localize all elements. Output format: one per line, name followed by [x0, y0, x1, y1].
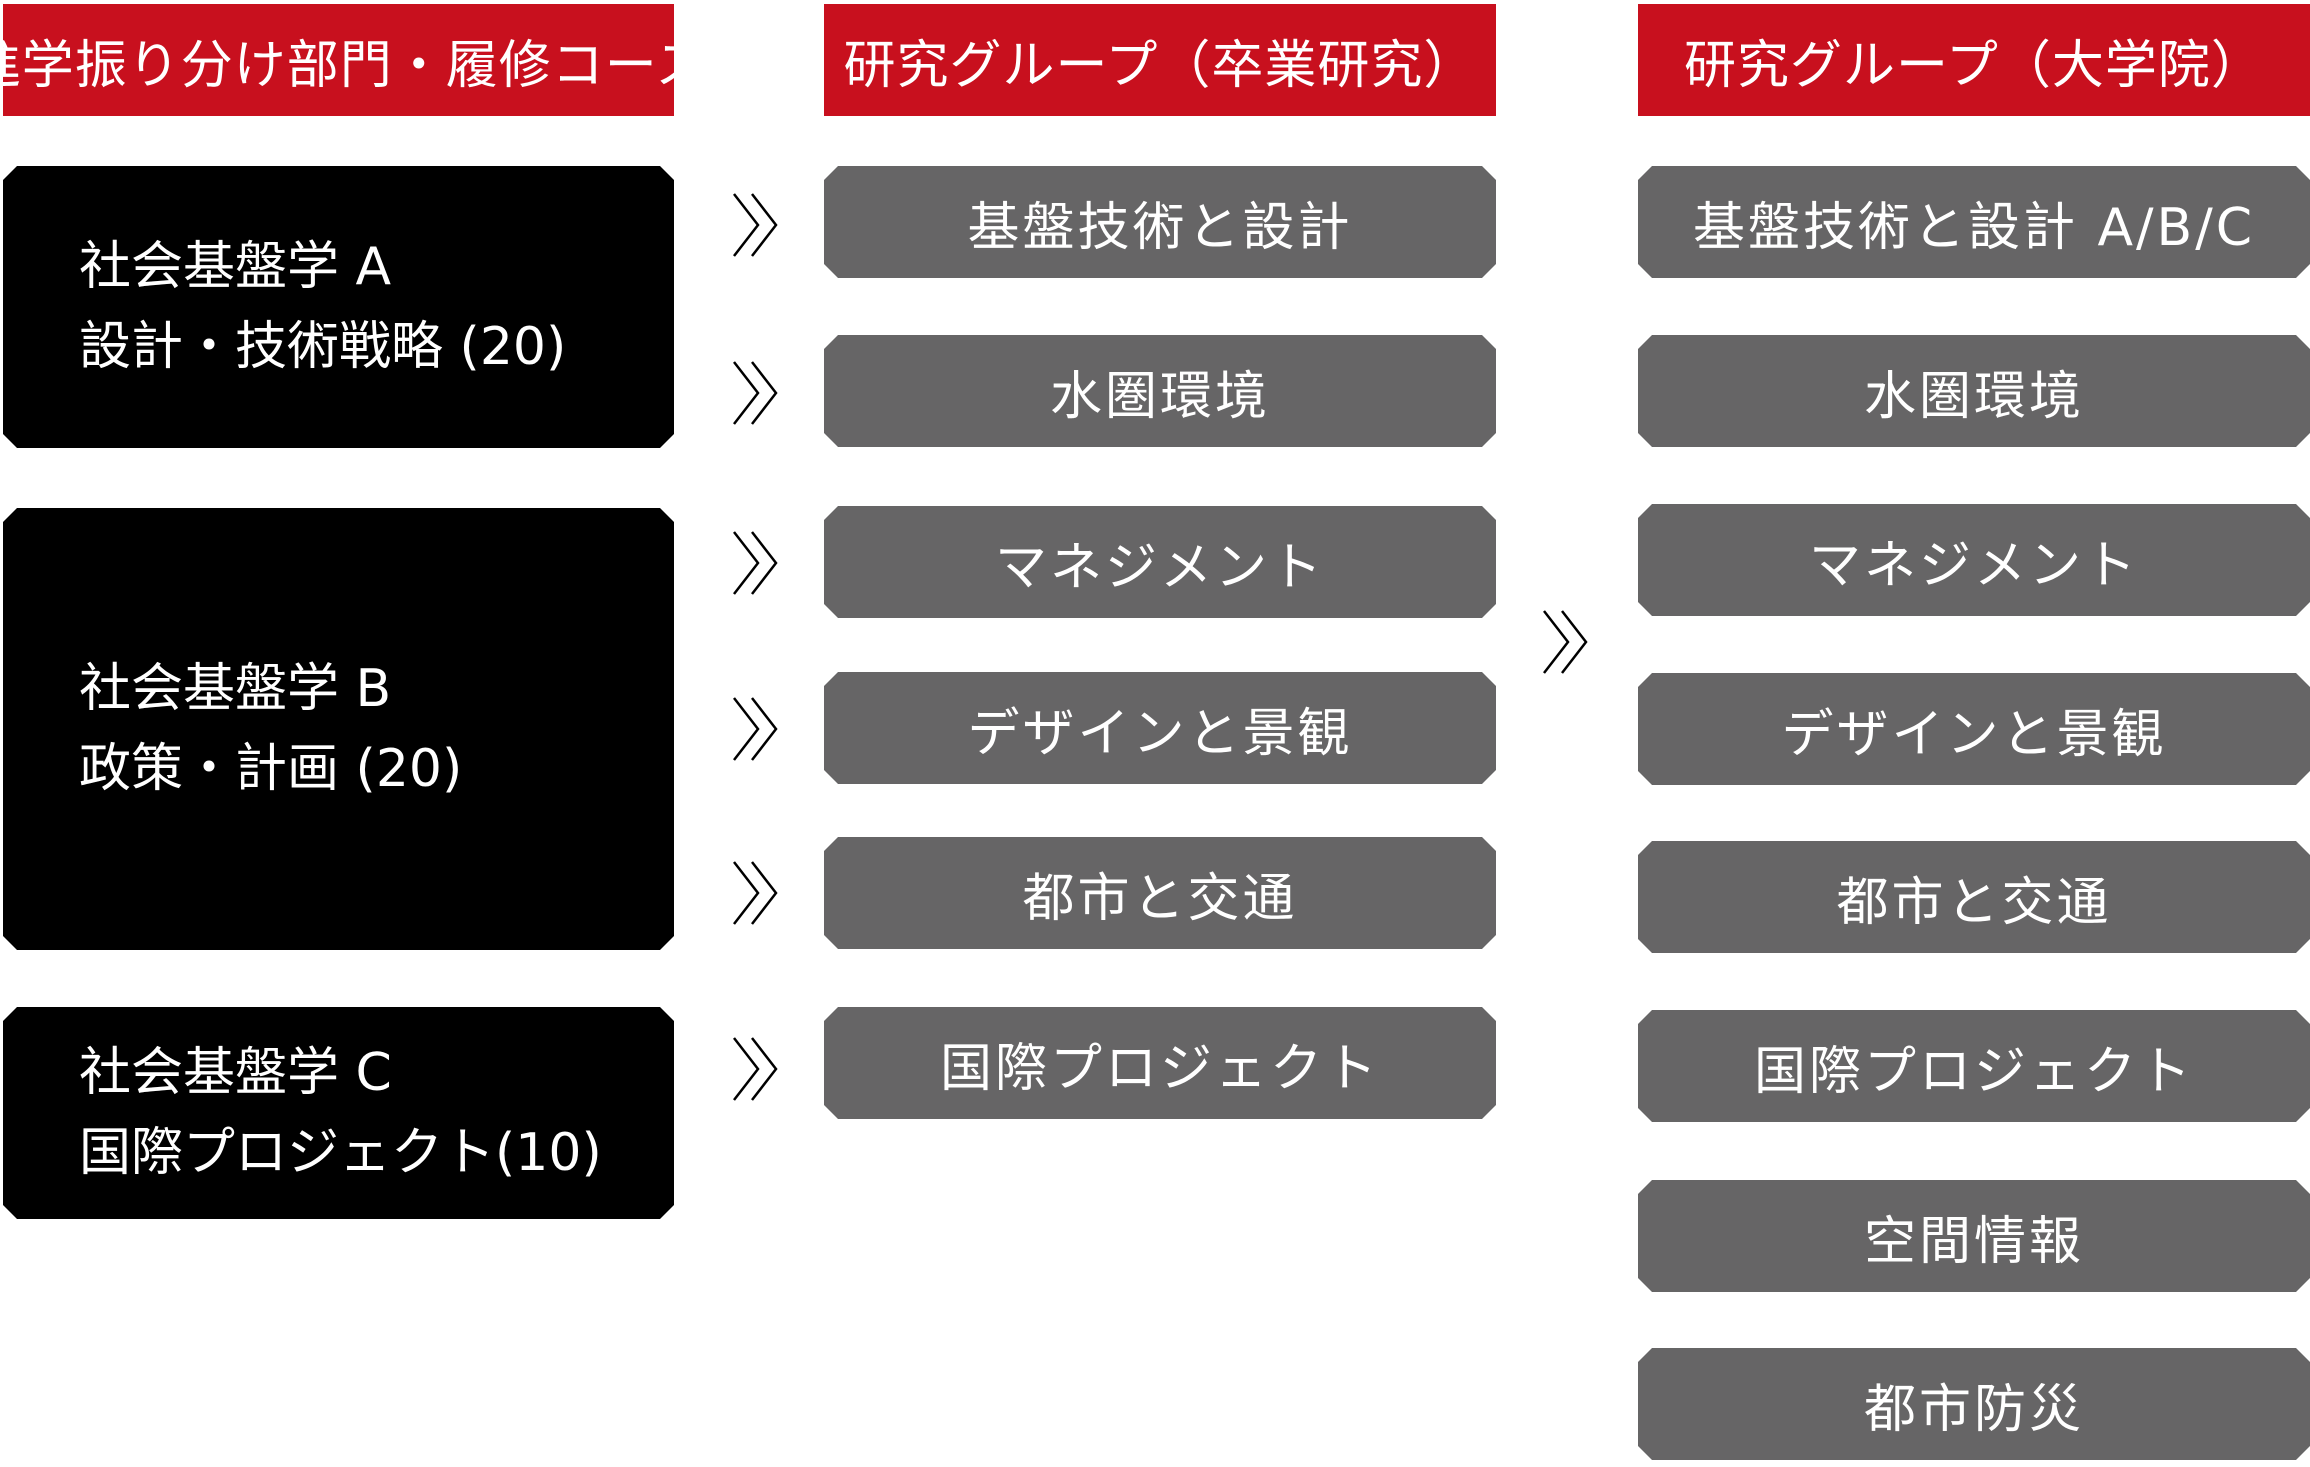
- undergrad-group-foundation-design: 基盤技術と設計: [824, 166, 1496, 278]
- double-chevron-right-icon: [730, 190, 786, 260]
- graduate-group-urban-disaster-prevention: 都市防災: [1638, 1348, 2310, 1460]
- graduate-group-international-project: 国際プロジェクト: [1638, 1010, 2310, 1122]
- header-undergrad-groups: 研究グループ（卒業研究）: [824, 4, 1496, 116]
- course-box-c: 社会基盤学 C 国際プロジェクト(10): [3, 1007, 674, 1219]
- undergrad-group-design-landscape: デザインと景観: [824, 672, 1496, 784]
- course-a-title: 社会基盤学 A: [79, 237, 392, 297]
- undergrad-group-international-project: 国際プロジェクト: [824, 1007, 1496, 1119]
- course-b-title: 社会基盤学 B: [79, 659, 392, 719]
- graduate-group-hydrosphere: 水圏環境: [1638, 335, 2310, 447]
- course-box-a: 社会基盤学 A 設計・技術戦略 (20): [3, 166, 674, 448]
- header-graduate-groups: 研究グループ（大学院）: [1638, 4, 2310, 116]
- double-chevron-right-icon: [730, 358, 786, 428]
- undergrad-group-urban-transport: 都市と交通: [824, 837, 1496, 949]
- undergrad-group-management: マネジメント: [824, 506, 1496, 618]
- header-courses: 進学振り分け部門・履修コース: [0, 4, 707, 116]
- graduate-group-design-landscape: デザインと景観: [1638, 673, 2310, 785]
- double-chevron-right-icon: [730, 1034, 786, 1104]
- course-a-subtitle: 設計・技術戦略 (20): [79, 317, 567, 377]
- course-b-subtitle: 政策・計画 (20): [79, 739, 463, 799]
- graduate-group-foundation-design: 基盤技術と設計 A/B/C: [1638, 166, 2310, 278]
- graduate-group-management: マネジメント: [1638, 504, 2310, 616]
- graduate-group-urban-transport: 都市と交通: [1638, 841, 2310, 953]
- course-c-subtitle: 国際プロジェクト(10): [79, 1123, 602, 1183]
- double-chevron-right-icon: [730, 694, 786, 764]
- graduate-group-spatial-information: 空間情報: [1638, 1180, 2310, 1292]
- double-chevron-right-icon: [730, 858, 786, 928]
- course-box-b: 社会基盤学 B 政策・計画 (20): [3, 508, 674, 950]
- course-c-title: 社会基盤学 C: [79, 1043, 392, 1103]
- undergrad-group-hydrosphere: 水圏環境: [824, 335, 1496, 447]
- double-chevron-right-icon: [730, 528, 786, 598]
- double-chevron-right-icon: [1540, 607, 1596, 677]
